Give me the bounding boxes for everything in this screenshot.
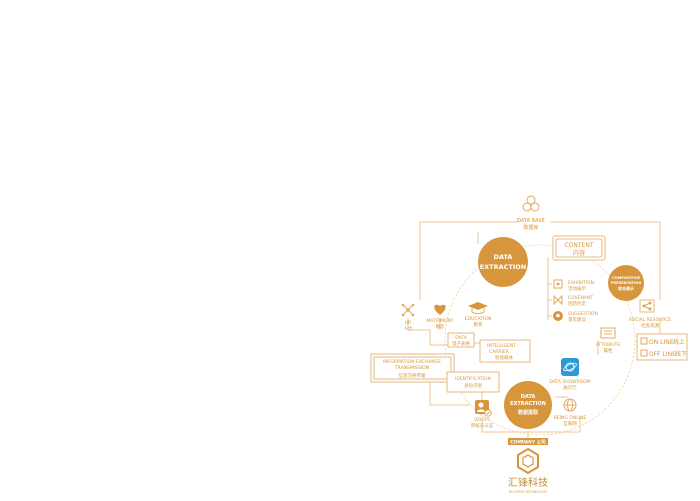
user-check-icon — [475, 400, 492, 417]
graduation-cap-icon — [468, 302, 488, 314]
info-exchange-line2: TRANSMISSION — [394, 365, 429, 371]
data-box-label-en: DATA — [455, 335, 468, 341]
being-online-node: BEING ONLINE 互联网 — [554, 398, 587, 427]
content-label-cn: 内容 — [573, 249, 585, 257]
attribute-label-en: ATTRIBUTE — [596, 342, 621, 348]
attribute-label-cn: 属性 — [604, 347, 613, 354]
composite-node: COMPOSITIVE PRESENTATION 综合展示 — [608, 265, 644, 301]
data-extraction-top-node: DATA EXTRACTION — [478, 237, 528, 287]
lightbulb-icon — [553, 311, 563, 321]
matrimony-node: MATRIMONY 婚恋 — [426, 304, 454, 330]
data-extraction-top-line1: DATA — [494, 253, 513, 261]
social-resource-label-en: SOCIAL RESOURCE — [629, 317, 672, 323]
planet-icon — [563, 362, 577, 372]
online-label-en: ON LINE — [649, 339, 674, 346]
offline-label-en: OFF LINE — [649, 351, 676, 358]
being-online-label-cn: 互联网 — [563, 420, 577, 427]
suggestion-item: SUGGESTION 意见建议 — [553, 311, 598, 323]
identification-label-en: IDENTIFICATION — [455, 376, 491, 382]
online-label-cn: 线上 — [673, 338, 685, 346]
matrimony-label-cn: 婚恋 — [436, 323, 445, 330]
education-label-cn: 教育 — [474, 321, 483, 328]
image-icon — [553, 279, 563, 289]
info-exchange-line1: INFORMATION EXCHANGE — [383, 359, 441, 365]
social-resource-label-cn: 社会资源 — [641, 322, 659, 329]
company-tag: COMPANY 公司 — [510, 439, 546, 446]
identification-node: IDENTIFICATION 身份识别 — [446, 371, 500, 393]
verify-node: VERIFY 审核与认证 — [471, 400, 494, 429]
data-extraction-bottom-line1: DATA — [521, 394, 536, 400]
data-extraction-bottom-line2: EXTRACTION — [510, 401, 546, 407]
data-extraction-bottom-cn: 数据提取 — [518, 409, 538, 416]
intelligent-label-line1: INTELLIGENT — [487, 343, 516, 349]
content-node: CONTENT 内容 — [552, 235, 606, 261]
covenant-label-cn: 团结约定 — [568, 300, 586, 307]
composite-line2: PRESENTATION — [611, 281, 641, 285]
shop-icon — [640, 349, 648, 357]
intelligent-carrier-node: INTELLIGENT CARRIER 智能载体 — [479, 339, 531, 363]
company-logo — [517, 447, 539, 475]
education-node: EDUCATION 教育 — [465, 302, 491, 328]
verify-label-en: VERIFY — [474, 417, 490, 423]
company-name: 汇锋科技 — [508, 476, 548, 489]
exhibition-label-cn: 活动展示 — [568, 285, 586, 292]
offline-label-cn: 线下 — [675, 350, 687, 358]
identification-label-cn: 身份识别 — [464, 382, 482, 389]
company-sub: HUI FENG TECHNOLOGY — [509, 490, 547, 494]
exhibition-item: EXHIBITION 活动展示 — [553, 279, 594, 292]
database-node: DATA BASE 数据库 — [517, 195, 545, 231]
info-exchange-node: INFORMATION EXCHANGE TRANSMISSION 信息交换传输 — [370, 353, 455, 383]
covenant-label-en: COVENANT — [568, 295, 593, 301]
suggestion-label-en: SUGGESTION — [568, 311, 598, 317]
hr-label-cn: 人力 — [404, 325, 413, 332]
network-icon — [401, 303, 415, 317]
monitor-icon — [640, 337, 648, 345]
id-card-icon — [600, 327, 616, 339]
social-resource-node: SOCIAL RESOURCE 社会资源 — [629, 299, 672, 329]
data-showroom-node: DATA SHOWROOM 展示厅 — [549, 358, 591, 391]
database-label-en: DATA BASE — [517, 218, 545, 224]
database-icon — [522, 195, 540, 212]
data-showroom-label-en: DATA SHOWROOM — [549, 379, 590, 385]
verify-label-cn: 审核与认证 — [471, 422, 494, 429]
content-label-en: CONTENT — [564, 242, 593, 249]
hr-node: HR 人力 — [401, 303, 415, 332]
globe-icon — [563, 398, 577, 412]
data-extraction-top-line2: EXTRACTION — [480, 263, 527, 271]
online-offline-box: ON LINE 线上 OFF LINE 线下 — [636, 333, 688, 361]
database-label-cn: 数据库 — [523, 224, 538, 231]
data-extraction-bottom-node: DATA EXTRACTION 数据提取 — [504, 381, 552, 429]
company-block: COMPANY 公司 汇锋科技 HUI FENG TECHNOLOGY — [508, 438, 548, 494]
intelligent-label-line2: CARRIER — [489, 349, 509, 355]
heart-icon — [434, 304, 446, 315]
data-box-label-cn: 电子表格 — [452, 340, 470, 347]
exhibition-label-en: EXHIBITION — [568, 280, 594, 286]
hr-label-en: HR — [405, 320, 412, 326]
attribute-node: ATTRIBUTE 属性 — [596, 327, 621, 354]
composite-cn: 综合展示 — [618, 285, 634, 291]
covenant-item: COVENANT 团结约定 — [553, 294, 593, 307]
bowtie-icon — [553, 294, 563, 306]
info-exchange-cn: 信息交换传输 — [399, 372, 426, 379]
being-online-label-en: BEING ONLINE — [554, 415, 587, 421]
matrimony-label-en: MATRIMONY — [426, 318, 454, 324]
cycle-ring — [444, 244, 636, 436]
education-label-en: EDUCATION — [465, 316, 491, 322]
suggestion-label-cn: 意见建议 — [568, 316, 586, 323]
composite-line1: COMPOSITIVE — [612, 276, 640, 280]
data-showroom-label-cn: 展示厅 — [563, 385, 577, 391]
intelligent-label-cn: 智能载体 — [495, 354, 513, 361]
data-box-node: DATA 电子表格 — [447, 332, 475, 348]
share-icon — [642, 301, 652, 311]
